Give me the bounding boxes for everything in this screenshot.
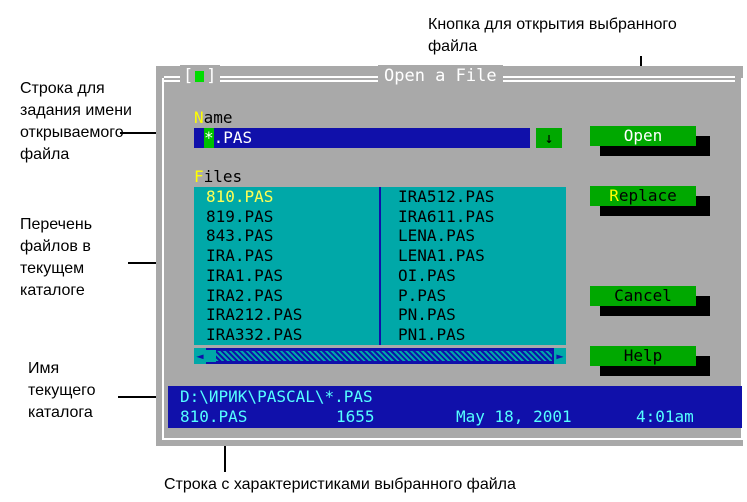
list-item[interactable]: IRA611.PAS <box>398 207 495 226</box>
files-label-text: iles <box>203 167 243 186</box>
replace-label: eplace <box>618 186 677 205</box>
info-file-name: 810.PAS <box>180 407 248 426</box>
list-item[interactable]: 843.PAS <box>206 226 274 245</box>
list-item[interactable]: IRA1.PAS <box>206 266 284 285</box>
help-button[interactable]: Help <box>590 346 696 366</box>
list-item[interactable]: 810.PAS <box>206 187 274 206</box>
cancel-button[interactable]: Cancel <box>590 286 696 306</box>
close-square-icon <box>195 71 205 82</box>
replace-button[interactable]: Replace <box>590 186 696 206</box>
callout-file-info: Строка с характеристиками выбранного фай… <box>164 476 516 493</box>
files-label: Files <box>194 167 242 187</box>
callout-open-button: Кнопка для открытия выбранного файла <box>428 16 677 55</box>
list-item[interactable]: PN1.PAS <box>398 325 466 344</box>
name-input-cursor: * <box>204 128 214 148</box>
list-item[interactable]: LENA1.PAS <box>398 246 485 265</box>
file-list[interactable]: 810.PAS 819.PAS 843.PAS IRA.PAS IRA1.PAS… <box>194 187 566 345</box>
name-input[interactable]: *.PAS <box>194 128 530 148</box>
name-hotkey: N <box>194 108 204 127</box>
scroll-track[interactable] <box>216 351 552 361</box>
info-file-time: 4:01am <box>636 407 694 426</box>
name-input-text: .PAS <box>213 128 253 147</box>
leader-current-dir <box>118 396 178 398</box>
dialog-border-right <box>741 78 743 438</box>
list-item[interactable]: P.PAS <box>398 286 447 305</box>
info-file-date: May 18, 2001 <box>456 407 572 426</box>
info-file-size: 1655 <box>336 407 375 426</box>
callout-file-list: Перечень файлов в текущем каталоге <box>20 216 93 299</box>
list-item[interactable]: PN.PAS <box>398 305 456 324</box>
callout-name-line: Строка для задания имени открываемого фа… <box>20 80 132 163</box>
leader-file-info <box>224 424 226 472</box>
replace-hotkey: R <box>609 186 619 205</box>
scroll-thumb[interactable] <box>206 350 216 362</box>
dialog-border-bottom <box>162 438 743 440</box>
list-item[interactable]: 819.PAS <box>206 207 274 226</box>
files-hotkey: F <box>194 167 204 186</box>
close-button[interactable]: [] <box>180 65 220 87</box>
history-arrow-icon[interactable]: ↓ <box>536 128 562 148</box>
scroll-right-icon[interactable]: ► <box>554 348 566 364</box>
horizontal-scrollbar[interactable]: ◄ ► <box>194 348 566 364</box>
scroll-left-icon[interactable]: ◄ <box>194 348 206 364</box>
list-item[interactable]: IRA332.PAS <box>206 325 303 344</box>
list-item[interactable]: IRA2.PAS <box>206 286 284 305</box>
open-button[interactable]: Open <box>590 126 696 146</box>
current-path: D:\ИРИК\PASCAL\*.PAS <box>180 387 373 406</box>
name-label: Name <box>194 108 233 128</box>
open-file-dialog: [] Open a File Name *.PAS ↓ Files 810.PA… <box>156 65 743 446</box>
list-item[interactable]: IRA212.PAS <box>206 305 303 324</box>
name-input-value: *.PAS <box>204 128 252 148</box>
column-separator <box>379 187 381 345</box>
list-item[interactable]: OI.PAS <box>398 266 456 285</box>
callout-current-dir: Имя текущего каталога <box>28 360 96 421</box>
list-item[interactable]: LENA.PAS <box>398 226 476 245</box>
name-label-text: ame <box>203 108 233 127</box>
dialog-border-left <box>162 78 164 438</box>
file-info-panel: D:\ИРИК\PASCAL\*.PAS 810.PAS 1655 May 18… <box>168 386 742 428</box>
list-item[interactable]: IRA512.PAS <box>398 187 495 206</box>
list-item[interactable]: IRA.PAS <box>206 246 274 265</box>
dialog-title: Open a File <box>378 65 503 87</box>
